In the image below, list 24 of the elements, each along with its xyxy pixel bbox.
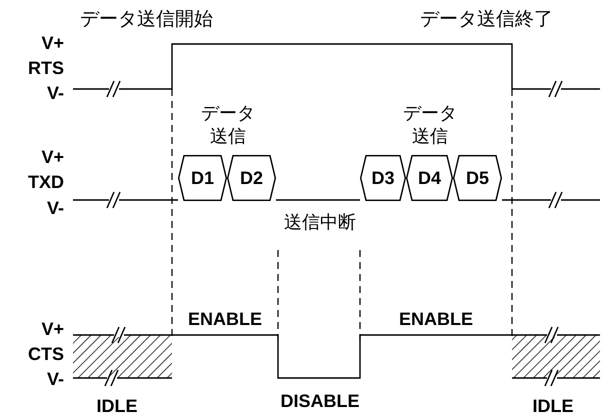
signal-label: TXD	[28, 173, 64, 191]
data-bit-hexagon: D1	[178, 155, 227, 201]
voltage-label: V-	[46, 84, 64, 102]
event-label: 送信中断	[284, 213, 356, 231]
event-label: データ送信開始	[80, 10, 213, 29]
data-bit-hexagon: D4	[406, 155, 453, 201]
event-label: データ送信	[200, 102, 256, 148]
signal-label: RTS	[28, 59, 64, 77]
voltage-label: V+	[41, 320, 64, 338]
state-label: ENABLE	[188, 310, 262, 328]
voltage-label: V-	[46, 370, 64, 388]
state-label: DISABLE	[280, 392, 360, 410]
data-bit-hexagon: D3	[360, 155, 406, 201]
state-label: ENABLE	[399, 310, 473, 328]
voltage-label: V+	[41, 148, 64, 166]
state-label: IDLE	[532, 397, 574, 415]
voltage-label: V-	[46, 199, 64, 217]
signal-label: CTS	[28, 345, 64, 363]
event-label: データ送信	[402, 102, 458, 148]
data-bit-hexagon: D5	[453, 155, 502, 201]
voltage-label: V+	[41, 34, 64, 52]
data-bit-hexagon: D2	[227, 155, 276, 201]
state-label: IDLE	[96, 397, 138, 415]
event-label: データ送信終了	[420, 10, 553, 29]
